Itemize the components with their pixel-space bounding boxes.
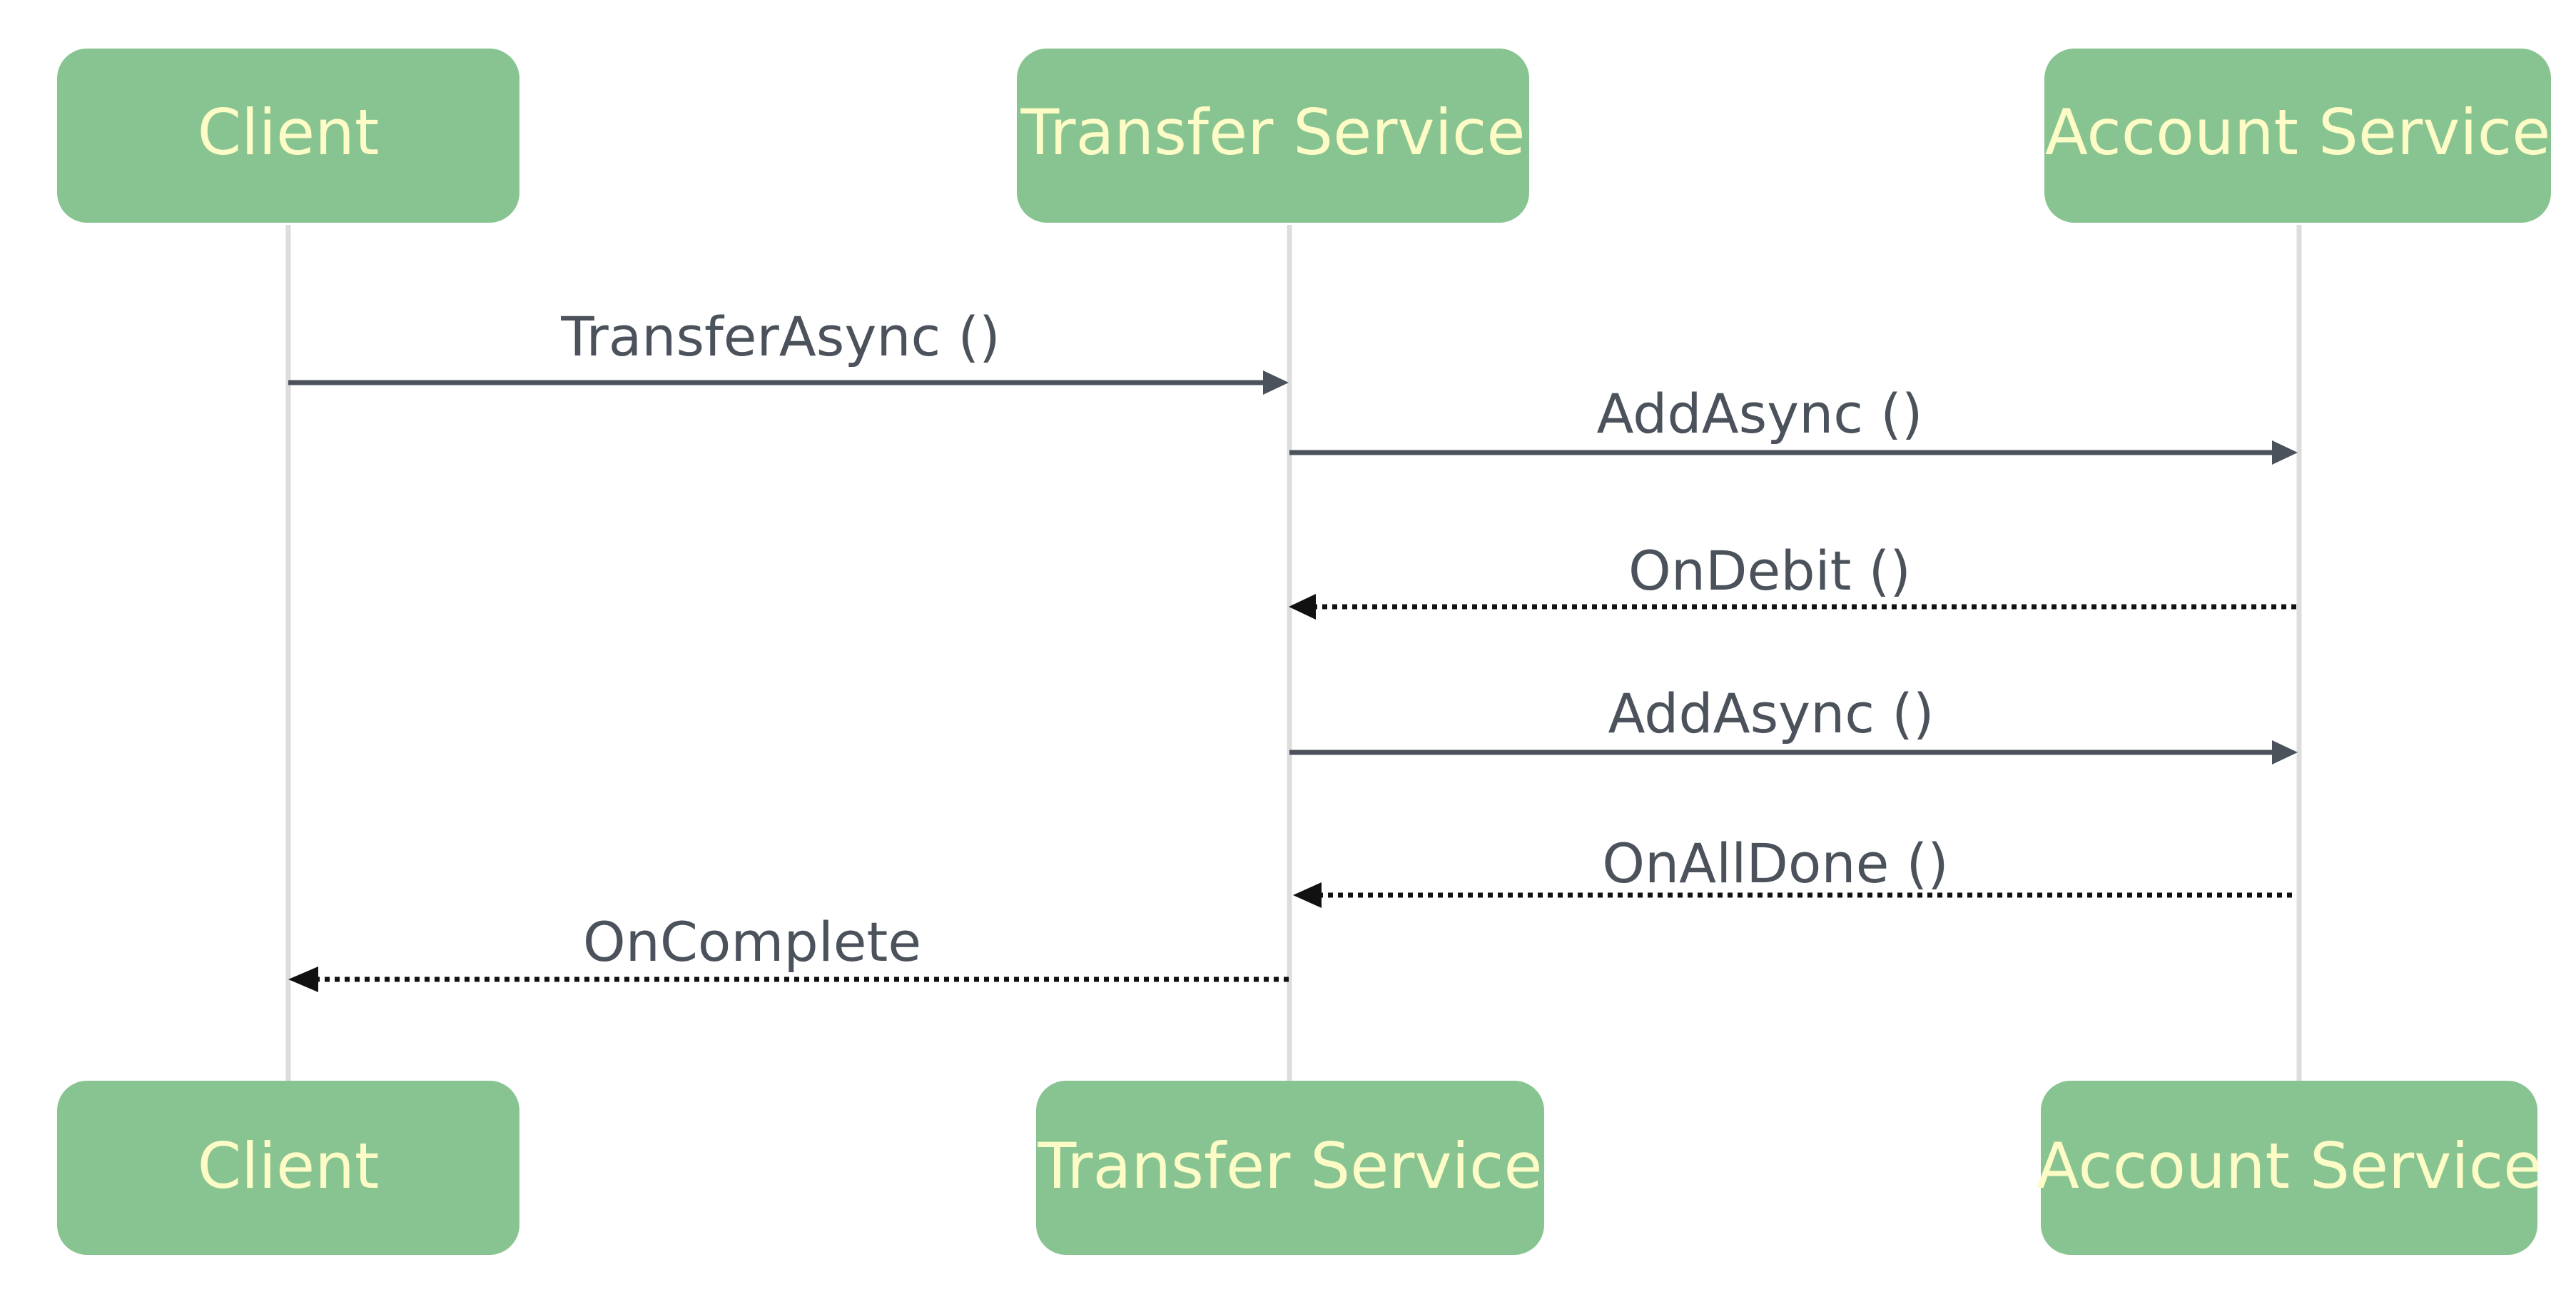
actor-bottom-client: Client — [57, 1081, 519, 1255]
actor-top-account-service-label: Account Service — [2045, 96, 2551, 169]
actor-top-account-service: Account Service — [2044, 49, 2551, 223]
message-transferasync-arrowhead — [1263, 370, 1289, 395]
actor-bottom-account-service: Account Service — [2037, 1081, 2542, 1255]
message-addasync-2: AddAsync () — [1289, 682, 2298, 764]
message-ondebit: OnDebit () — [1289, 539, 2296, 620]
message-addasync-2-label: AddAsync () — [1608, 682, 1934, 745]
actor-top-transfer-service-label: Transfer Service — [1020, 96, 1525, 169]
message-ondebit-label: OnDebit () — [1628, 539, 1911, 602]
actor-bottom-transfer-service-label: Transfer Service — [1037, 1129, 1542, 1203]
actor-bottom-client-label: Client — [198, 1129, 380, 1203]
actor-top-client: Client — [57, 49, 519, 223]
message-addasync-2-arrowhead — [2272, 740, 2298, 764]
actor-bottom-transfer-service: Transfer Service — [1036, 1081, 1544, 1255]
message-onalldone-label: OnAllDone () — [1602, 832, 1949, 895]
message-onalldone: OnAllDone () — [1293, 832, 2292, 908]
message-transferasync-label: TransferAsync () — [560, 305, 1000, 368]
message-transferasync: TransferAsync () — [288, 305, 1289, 395]
message-oncomplete-label: OnComplete — [583, 910, 921, 974]
message-addasync-1-arrowhead — [2272, 440, 2298, 465]
actor-top-client-label: Client — [198, 96, 380, 169]
message-ondebit-arrowhead — [1289, 594, 1316, 620]
actor-top-transfer-service: Transfer Service — [1017, 49, 1529, 223]
message-oncomplete: OnComplete — [288, 910, 1289, 992]
message-addasync-1: AddAsync () — [1289, 382, 2298, 465]
message-onalldone-arrowhead — [1293, 882, 1322, 908]
message-oncomplete-arrowhead — [288, 967, 318, 992]
message-addasync-1-label: AddAsync () — [1596, 382, 1922, 445]
actor-bottom-account-service-label: Account Service — [2037, 1129, 2542, 1203]
